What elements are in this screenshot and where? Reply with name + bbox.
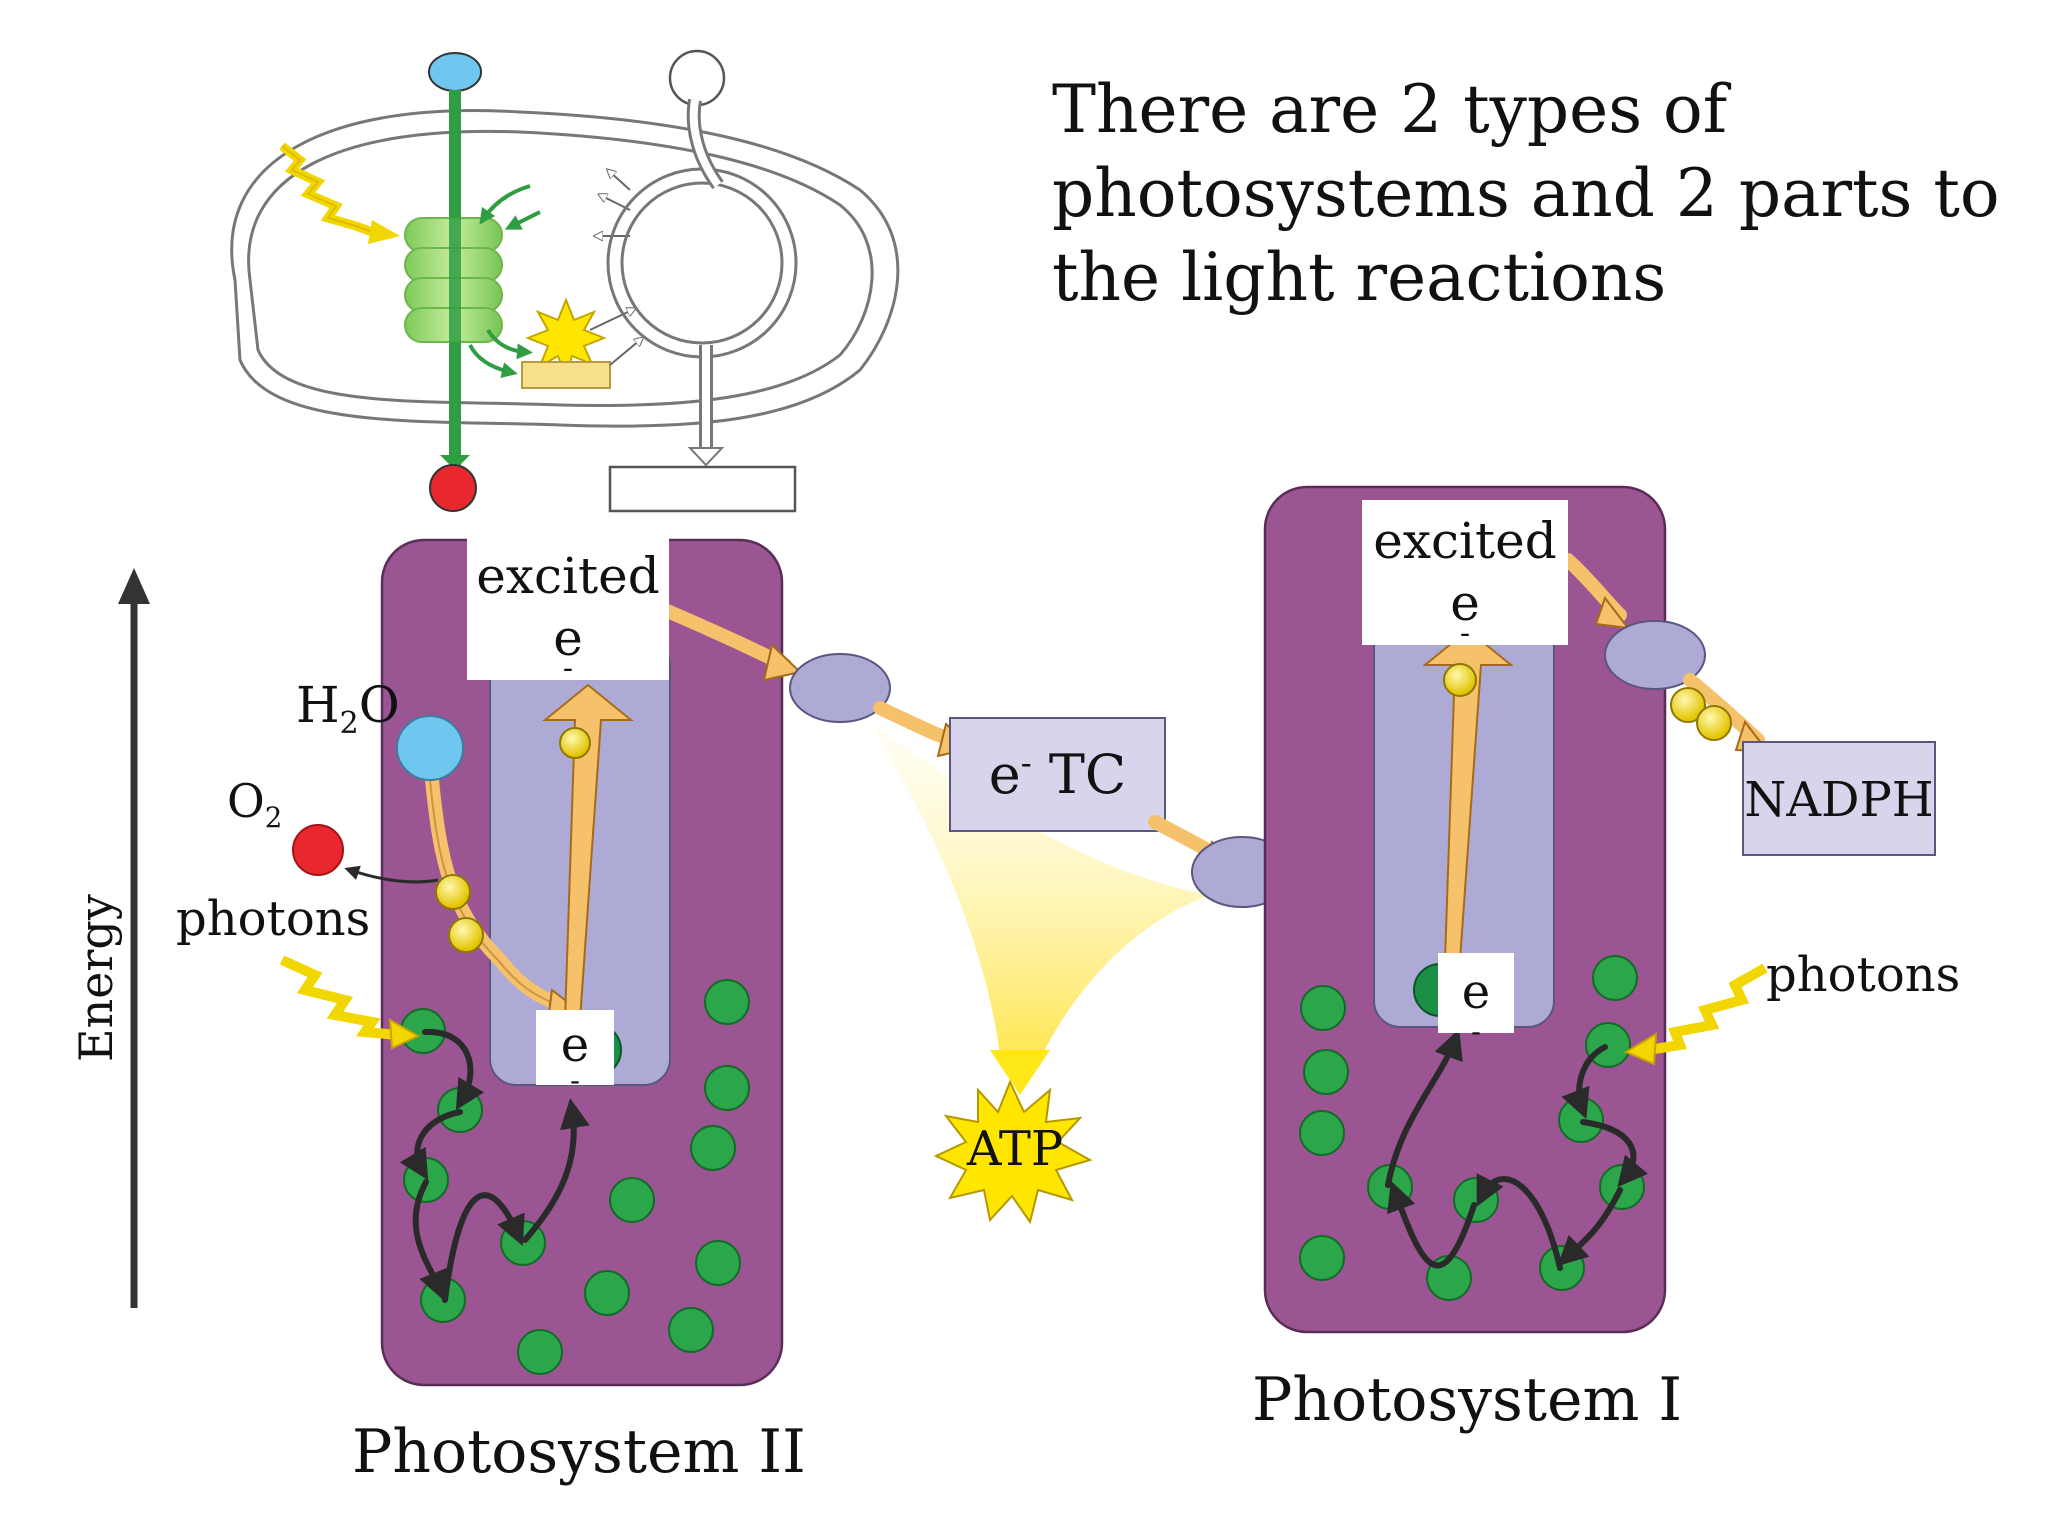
photon-zigzag-icon [279,955,399,1040]
h2o-label: H2O [296,675,400,739]
photosystem-ii-text: Photosystem II [352,1417,806,1487]
co2-input-sphere [668,49,726,107]
ps1-excited-text: excited [1373,512,1557,570]
oxygen-release-arrow [344,865,439,884]
water-input-sphere [428,52,482,92]
o2-label: O2 [227,773,282,831]
oxygen-molecule [292,824,344,876]
small-arrow-icon [468,344,518,378]
photons-right-text: photons [1766,947,1961,1003]
etc-e-text: e [988,743,1021,806]
electron-ball [448,917,484,953]
excitation-arrow [1422,628,1514,961]
electron-ball [435,874,471,910]
white-arrow-icon [610,172,631,191]
electron-ball [1670,687,1706,723]
white-arrow-icon [609,340,640,366]
chloroplast-inner-membrane [247,129,874,407]
photons-left-label: photons [176,890,370,948]
ps1-excited-e-text: e [1450,574,1480,632]
energy-text: Energy [69,894,123,1062]
ps2-energy-transfer [399,1028,590,1303]
etc-label: e- TC [950,742,1165,808]
photon-arrowhead-icon [388,1018,421,1050]
slide-heading: There are 2 types of photosystems and 2 … [1052,68,2000,320]
heading-line: photosystems and 2 parts to [1052,155,2000,232]
atp-starburst-icon [933,1079,1093,1225]
heading-line: the light reactions [1052,239,1667,316]
photosystem-i [1263,485,1936,1334]
nadph-box [1742,741,1936,856]
atp-label: ATP [940,1120,1090,1178]
ps2-e-text: e [560,1017,590,1073]
ps1-energy-transfer [1385,1028,1649,1271]
electron-ball [1696,705,1732,741]
ps2-excited-electron-label: excited e- [467,535,669,684]
sugar-output-box [608,465,797,513]
ps2-electron-label: e- [536,1010,614,1094]
energy-axis-label: Energy [69,894,123,1062]
heading-line: There are 2 types of [1052,71,1728,148]
excitation-arrow [542,683,634,1021]
photosystem-i-label: Photosystem I [1252,1363,1682,1437]
h2o-tail: O [358,676,400,734]
etc-box [949,717,1166,832]
oxygen-output-sphere [429,464,477,512]
photons-right-label: photons [1766,946,1960,1004]
ferredoxin-carrier [1604,620,1706,690]
white-arrow-icon [589,310,632,331]
plastoquinone-carrier [789,653,891,723]
ps1-e-text: e [1461,964,1491,1020]
water-molecule [396,715,464,781]
small-arrow-icon [479,184,531,225]
photosystem-ii-label: Photosystem II [352,1415,806,1489]
nadph-text: NADPH [1744,772,1934,828]
photosystem-i-text: Photosystem I [1252,1365,1683,1435]
minus-sign: - [1020,744,1032,782]
flow-arrowhead [440,455,470,470]
chloroplast-thumbnail [230,49,900,513]
o2-main: O [227,774,265,828]
etc-tc-text: TC [1031,743,1127,806]
o2-subscript: 2 [264,801,283,835]
small-arrow-icon [504,210,541,230]
excited-electron-ball [559,727,591,759]
photon-zigzag-icon [1647,963,1768,1055]
ps2-excited-e-text: e [553,609,583,667]
h2o-main: H [296,676,340,734]
photon-arrowhead-icon [1623,1032,1658,1066]
atp-text: ATP [966,1121,1064,1177]
nadph-label: NADPH [1743,770,1935,830]
small-arrow-icon [486,328,533,360]
ps2-excited-text: excited [476,547,660,605]
light-arrowhead-icon [368,220,400,244]
nadph-rect [521,361,611,389]
calvin-cycle-inner [620,181,784,345]
ps1-electron-label: e- [1438,953,1514,1045]
h2o-subscript: 2 [339,706,359,741]
photons-left-text: photons [176,891,371,947]
ps1-excited-electron-label: excited e- [1362,500,1568,649]
energy-axis-arrowhead-icon [118,568,150,604]
excited-electron-ball [1443,663,1477,697]
